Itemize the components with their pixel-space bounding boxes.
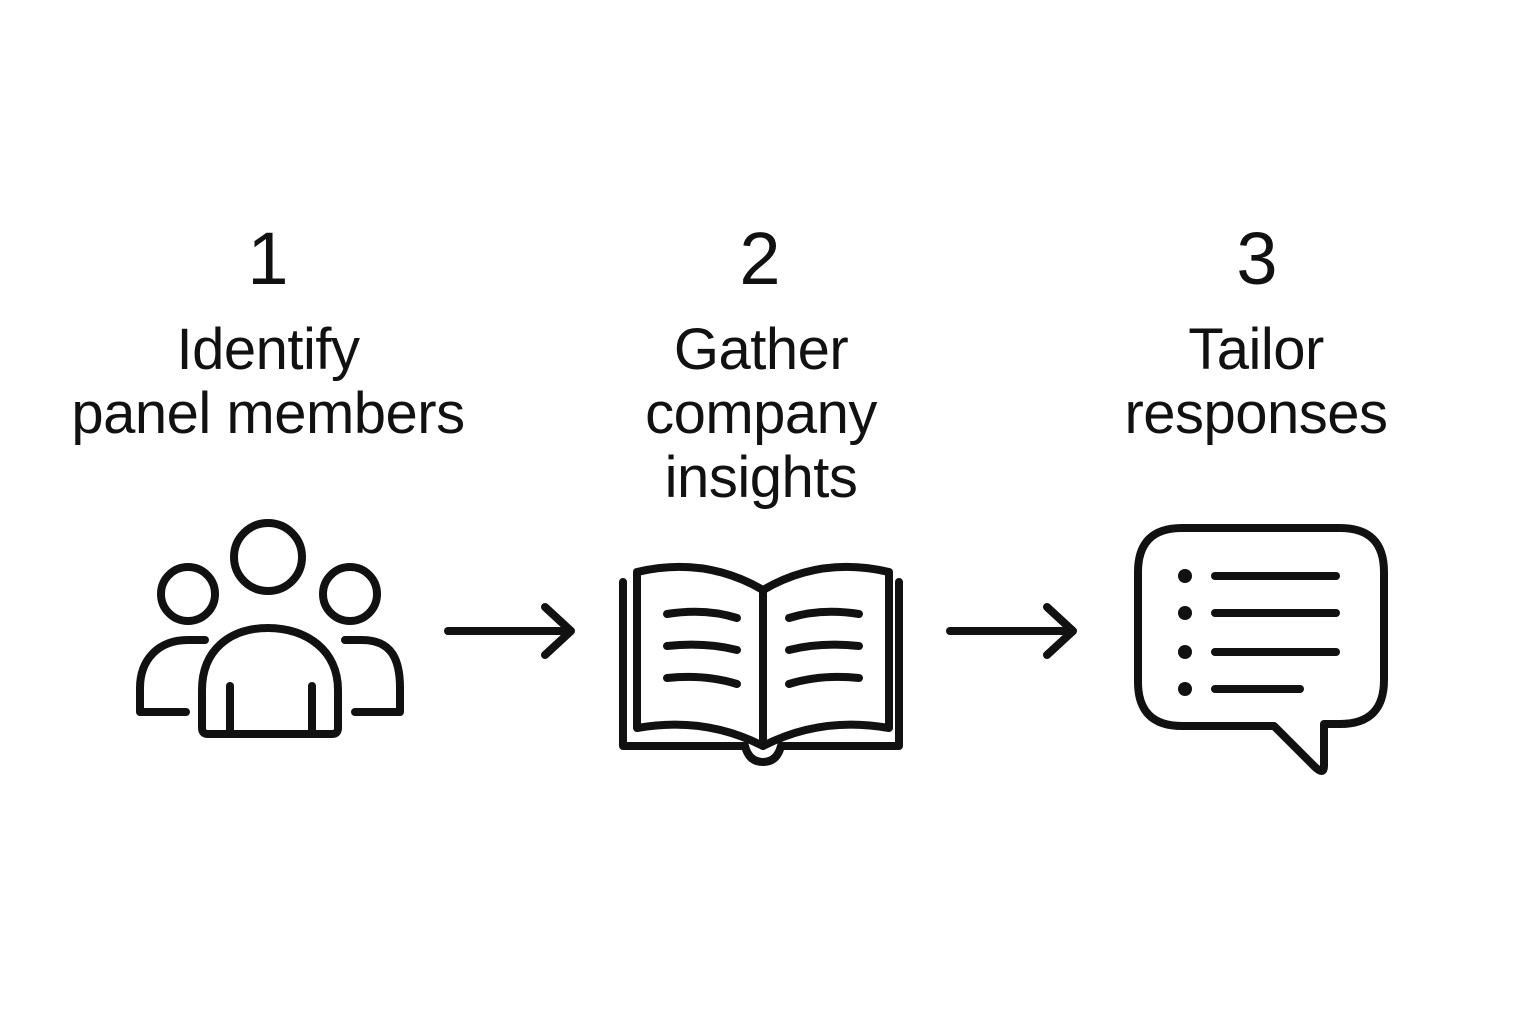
step-title: Identify panel members bbox=[38, 315, 498, 449]
step-number: 2 bbox=[739, 217, 781, 300]
arrow-right-icon bbox=[444, 603, 575, 659]
step-number: 1 bbox=[247, 217, 289, 300]
speech-bubble-list-icon bbox=[1134, 524, 1388, 775]
step-title: Gather company insights bbox=[531, 315, 991, 513]
step-title-line: responses bbox=[1124, 381, 1388, 446]
arrow-right-icon bbox=[946, 603, 1077, 659]
step-title-line: panel members bbox=[71, 381, 465, 446]
step-number: 3 bbox=[1236, 217, 1278, 300]
step-title-line: Gather bbox=[673, 317, 849, 382]
step-title-line: insights bbox=[664, 445, 858, 510]
step-title-line: company bbox=[645, 381, 877, 446]
open-book-icon bbox=[619, 562, 903, 766]
step-title: Tailor responses bbox=[1026, 315, 1486, 449]
step-title-line: Tailor bbox=[1188, 317, 1324, 382]
people-group-icon bbox=[136, 519, 404, 738]
step-title-line: Identify bbox=[176, 317, 361, 382]
